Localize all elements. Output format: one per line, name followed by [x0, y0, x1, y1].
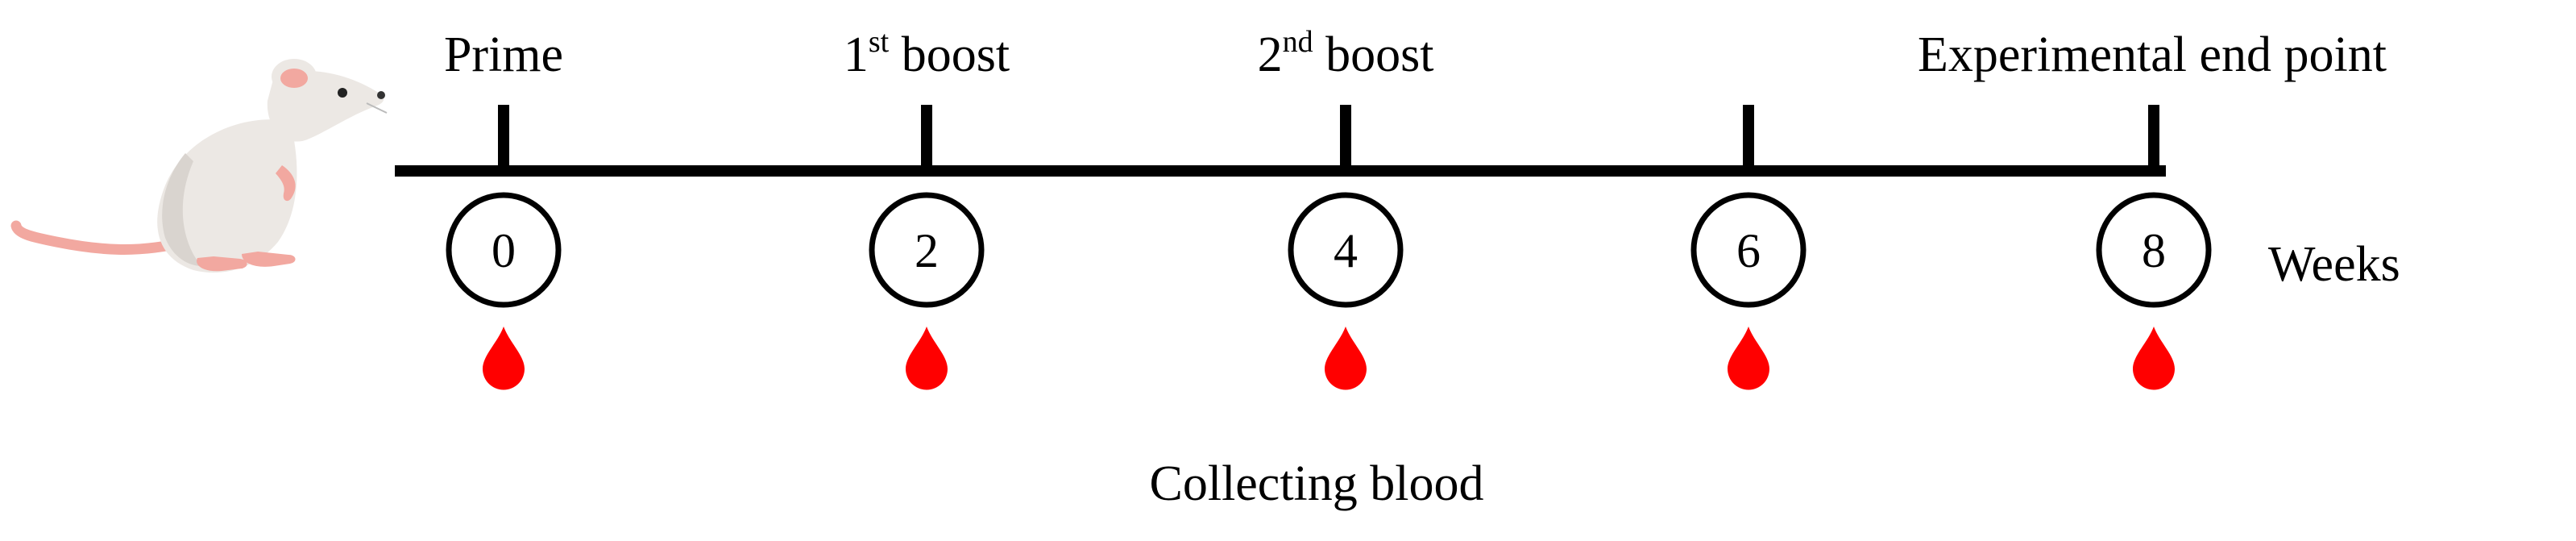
blood-drops	[483, 327, 2175, 390]
week-circle	[869, 192, 985, 308]
week-circle	[1690, 192, 1807, 308]
week-circle	[446, 192, 562, 308]
week-markers: 0 2 4 6 8	[446, 192, 2212, 308]
week-number: 6	[1736, 224, 1761, 277]
weeks-label: Weeks	[2268, 237, 2400, 292]
event-label: Prime	[444, 27, 563, 82]
mouse-icon	[10, 59, 388, 273]
event-label: Experimental end point	[1918, 27, 2387, 82]
blood-drop-icon	[1325, 327, 1367, 390]
event-markers: Prime 1st boost 2nd boost Experimental end …	[444, 25, 2387, 175]
blood-drop-icon	[483, 327, 525, 390]
blood-drop-icon	[2133, 327, 2175, 390]
blood-drop-icon	[906, 327, 948, 390]
week-number: 2	[915, 224, 939, 277]
event-label: 1st boost	[844, 25, 1010, 82]
week-circle	[2096, 192, 2212, 308]
collecting-blood-label: Collecting blood	[1149, 456, 1483, 511]
week-number: 8	[2142, 224, 2166, 277]
blood-drop-icon	[1728, 327, 1769, 390]
event-label: 2nd boost	[1258, 25, 1434, 82]
week-circle	[1288, 192, 1404, 308]
week-number: 4	[1334, 224, 1358, 277]
week-number: 0	[492, 224, 516, 277]
